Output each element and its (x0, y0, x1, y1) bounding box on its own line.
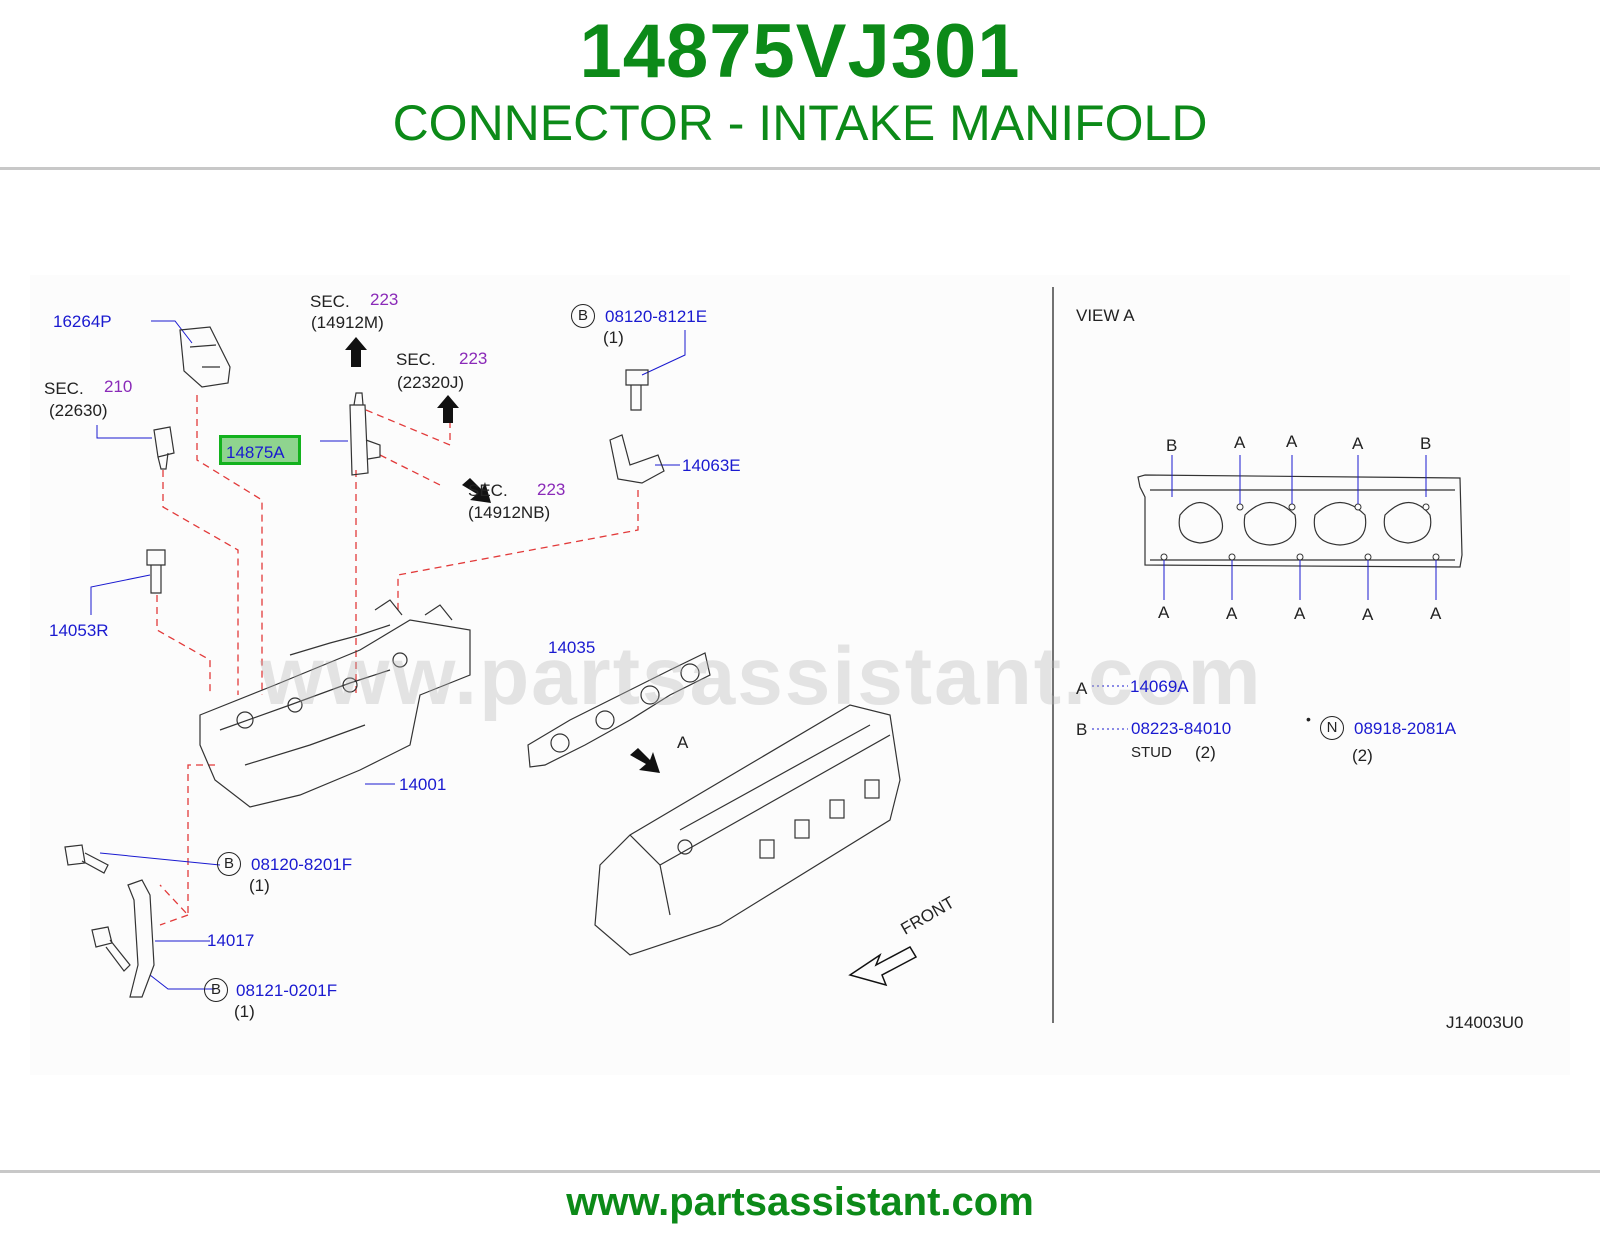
label-14001[interactable]: 14001 (399, 775, 447, 794)
direction-arrows (345, 337, 660, 773)
sec-223-c-ref: (14912NB) (468, 503, 551, 522)
view-a-gasket (1137, 474, 1463, 568)
b-bot-circle: B (204, 978, 228, 1002)
legend-n-qty: (2) (1352, 746, 1373, 765)
sec-223-b-label: SEC. (396, 350, 436, 369)
label-14017[interactable]: 14017 (207, 931, 255, 950)
view-a-bottom-label-3: A (1294, 604, 1306, 623)
footer-url-link[interactable]: www.partsassistant.com (566, 1180, 1034, 1224)
label-14063E[interactable]: 14063E (682, 456, 741, 475)
diagram-drawing (64, 287, 1463, 1023)
view-a-leaders (1163, 455, 1437, 600)
view-a-top-label-2: A (1234, 433, 1246, 452)
sec-210-ref: (22630) (49, 401, 108, 420)
view-a-holes (1160, 503, 1440, 561)
legend-b-letter: B (1076, 720, 1088, 739)
label-14069A[interactable]: 14069A (1130, 677, 1189, 696)
diagram-code: J14003U0 (1446, 1013, 1524, 1032)
footer-divider (0, 1170, 1600, 1173)
label-14875A[interactable]: 14875A (226, 443, 285, 462)
view-a-top-label-3: A (1286, 432, 1298, 451)
qty-08120-8121E: (1) (603, 328, 624, 347)
qty-08120-8201F: (1) (249, 876, 270, 895)
label-08918-2081A[interactable]: 08918-2081A (1354, 719, 1457, 738)
highlighted-part-14875A[interactable]: 14875A (219, 435, 301, 465)
label-08223-84010[interactable]: 08223-84010 (1131, 719, 1232, 738)
watermark: www.partsassistant.com (260, 631, 1263, 722)
label-16264P[interactable]: 16264P (53, 312, 112, 331)
part-number-title: 14875VJ301 (579, 9, 1021, 94)
legend-n-circle: N (1320, 716, 1344, 740)
view-a-bottom-label-2: A (1226, 604, 1238, 623)
b-mid-circle: B (217, 852, 241, 876)
red-dashed-leaders (156, 395, 639, 926)
parts-diagram: www.partsassistant.com 16264P SEC. 210 (… (30, 275, 1570, 1075)
sec-223-c-label: SEC. (468, 481, 508, 500)
legend-b-desc: STUD (1131, 744, 1172, 761)
sec-210-label: SEC. (44, 379, 84, 398)
part-name-subtitle: CONNECTOR - INTAKE MANIFOLD (392, 95, 1208, 151)
arrow-view-a-label: A (677, 733, 689, 752)
label-14053R[interactable]: 14053R (49, 621, 109, 640)
sec-223-c-number[interactable]: 223 (537, 480, 566, 499)
legend-a-letter: A (1076, 679, 1088, 698)
sec-223-b-number[interactable]: 223 (459, 349, 488, 368)
label-08120-8201F[interactable]: 08120-8201F (251, 855, 353, 874)
view-a-top-label-4: A (1352, 434, 1364, 453)
sec-223-b-ref: (22320J) (397, 373, 465, 392)
label-08120-8121E[interactable]: 08120-8121E (605, 307, 708, 326)
legend-dots (1092, 685, 1128, 730)
view-a-top-label-1: B (1166, 436, 1178, 455)
sec-223-a-number[interactable]: 223 (370, 290, 399, 309)
header-divider (0, 167, 1600, 170)
front-arrow-icon (848, 946, 918, 987)
page-header: 14875VJ301 CONNECTOR - INTAKE MANIFOLD (0, 0, 1600, 170)
qty-08121-0201F: (1) (234, 1002, 255, 1021)
blue-leaders (90, 320, 686, 990)
sec-223-a-ref: (14912M) (311, 313, 384, 332)
view-a-bottom-label-5: A (1430, 604, 1442, 623)
sec-210-number[interactable]: 210 (104, 377, 133, 396)
legend-n-bullet: • (1306, 711, 1311, 727)
view-a-bottom-label-1: A (1158, 603, 1170, 622)
view-a-bottom-label-4: A (1362, 605, 1374, 624)
b-top-circle: B (571, 304, 595, 328)
sec-223-a-label: SEC. (310, 292, 350, 311)
view-a-top-label-5: B (1420, 434, 1432, 453)
label-08121-0201F[interactable]: 08121-0201F (236, 981, 338, 1000)
view-a-title: VIEW A (1076, 306, 1135, 325)
legend-b-qty: (2) (1195, 743, 1216, 762)
part-sketches (64, 326, 901, 998)
label-14035[interactable]: 14035 (548, 638, 596, 657)
